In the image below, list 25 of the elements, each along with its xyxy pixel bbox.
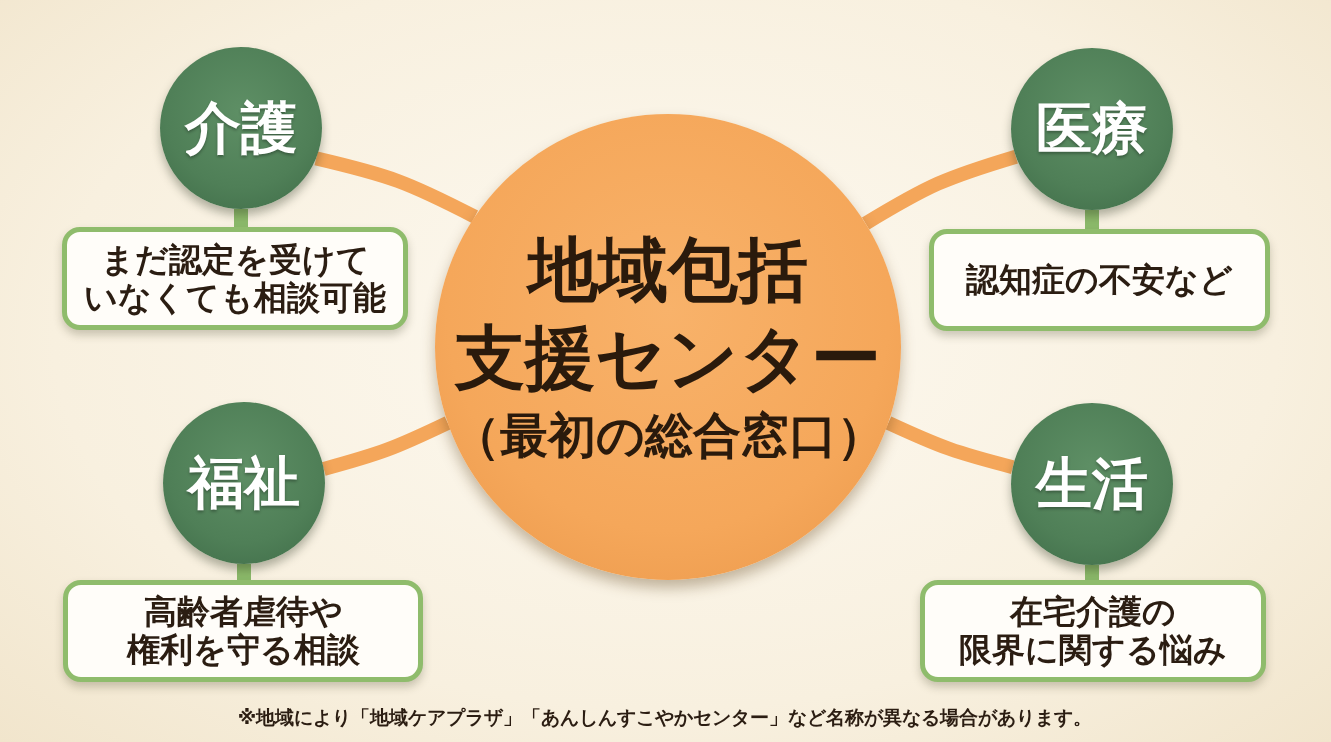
- topic-label: 介護: [185, 96, 297, 160]
- info-box: [929, 229, 1270, 331]
- hub-title: 地域包括支援センター: [455, 228, 881, 401]
- connector-line: [237, 564, 251, 580]
- topic-circle: [1011, 403, 1173, 565]
- connector-line: [314, 151, 479, 223]
- info-box: [63, 580, 423, 682]
- description-text: 認知症の不安など: [966, 261, 1233, 299]
- connector-line: [1085, 565, 1099, 580]
- connector-line: [885, 416, 1015, 474]
- info-box: [62, 227, 408, 330]
- connector-line: [861, 150, 1018, 230]
- connector-line: [321, 416, 451, 476]
- footnote: ※地域により「地域ケアプラザ」「あんしんすこやかセンター」など名称が異なる場合があります。: [237, 705, 1093, 730]
- topic-label: 生活: [1036, 452, 1148, 516]
- topic-label: 医療: [1036, 97, 1148, 161]
- description-text: 在宅介護の限界に関する悩み: [959, 593, 1227, 669]
- info-box: [920, 580, 1266, 682]
- topic-circle: [1011, 48, 1173, 210]
- hub-subtitle: （最初の総合窓口）: [451, 406, 885, 465]
- topic-label: 福祉: [188, 451, 300, 515]
- connector-line: [234, 209, 248, 227]
- connector-line: [1085, 210, 1099, 229]
- description-text: 高齢者虐待や権利を守る相談: [126, 593, 360, 669]
- description-text: まだ認定を受けていなくても相談可能: [84, 240, 386, 317]
